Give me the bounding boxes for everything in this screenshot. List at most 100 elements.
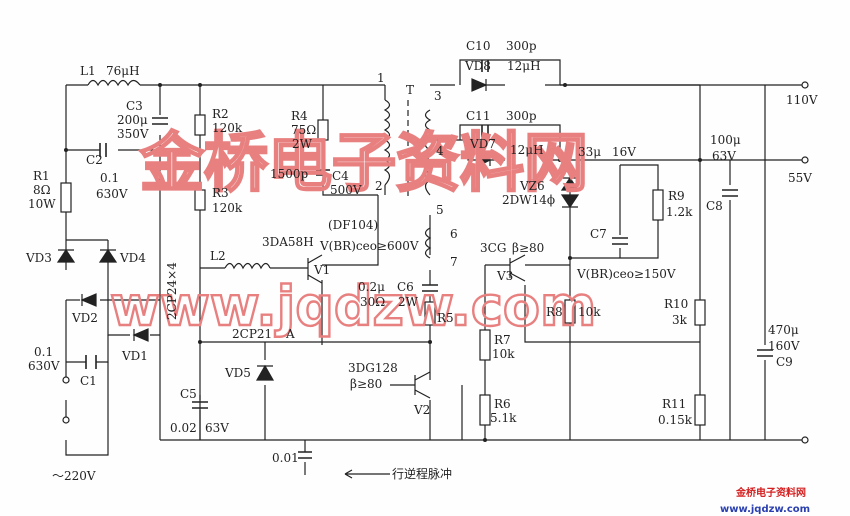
label-R4: R4	[291, 109, 308, 123]
label-VD2: VD2	[71, 311, 98, 325]
label-R3: R3	[212, 186, 229, 200]
label-R1-v2: 10W	[28, 197, 56, 211]
label-T: T	[406, 83, 414, 97]
footer-cn: 金桥电子资料网	[735, 486, 806, 499]
label-C6: C6	[397, 280, 414, 294]
label-C5-v1: 0.02	[170, 421, 197, 435]
transformer-primary	[383, 99, 409, 200]
label-out-55V: 55V	[788, 171, 812, 185]
label-c33: 33μ	[578, 145, 601, 159]
label-R6: R6	[494, 397, 511, 411]
terminals	[62, 81, 809, 444]
label-C8-v1: 100μ	[710, 133, 741, 147]
pulse-arrow	[344, 469, 390, 479]
label-R8: R8	[546, 305, 563, 319]
label-V3-type: 3CG	[480, 241, 506, 255]
label-A: A	[285, 327, 295, 341]
label-cp21: 2CP21	[232, 327, 272, 341]
labels: L1 76μH C3 200μ 350V C2 0.1 630V R1 8Ω 1…	[25, 39, 818, 483]
label-VD8-L: 12μH	[507, 59, 541, 73]
transistors	[307, 254, 540, 399]
label-C11-value: 300p	[506, 109, 537, 123]
label-C4-v2: 500V	[330, 183, 362, 197]
label-R10-value: 3k	[672, 313, 688, 327]
inductor-L1	[87, 79, 141, 87]
label-VZ6-type: 2DW14ϕ	[502, 193, 555, 207]
label-node-6: 6	[450, 227, 458, 241]
label-C5-v2: 63V	[205, 421, 229, 435]
label-C10-value: 300p	[506, 39, 537, 53]
label-c001: 0.01	[272, 451, 299, 465]
label-L1: L1	[80, 64, 96, 78]
label-C4: C4	[332, 169, 349, 183]
label-R9-value: 1.2k	[666, 205, 693, 219]
label-C3-v1: 200μ	[117, 113, 148, 127]
label-C7: C7	[590, 227, 607, 241]
label-C2: C2	[86, 153, 103, 167]
label-pulse: 行逆程脉冲	[392, 466, 452, 481]
label-R1: R1	[33, 169, 50, 183]
label-C9-v2: 160V	[768, 339, 800, 353]
label-out-110V: 110V	[786, 93, 818, 107]
label-R7: R7	[494, 333, 511, 347]
label-R4-v1: 75Ω	[291, 123, 316, 137]
label-vbr1: V(BR)ceo≥600V	[319, 239, 419, 253]
label-VD4: VD4	[119, 251, 146, 265]
label-VD7-L: 12μH	[510, 143, 544, 157]
label-L1-value: 76μH	[106, 64, 140, 78]
label-R6-value: 5.1k	[490, 411, 517, 425]
label-C9-v1: 470μ	[768, 323, 799, 337]
label-V3-beta: β≥80	[512, 241, 544, 255]
label-V1-type: 3DA58H	[262, 235, 314, 249]
label-V2-beta: β≥80	[350, 377, 382, 391]
label-R2-value: 120k	[212, 121, 243, 135]
label-node-5: 5	[436, 203, 444, 217]
label-C5: C5	[180, 387, 197, 401]
label-R11: R11	[662, 397, 686, 411]
label-R3-value: 120k	[212, 201, 243, 215]
label-V1: V1	[313, 263, 330, 277]
label-C3-v2: 350V	[117, 127, 149, 141]
label-C6-v2: 30Ω	[360, 295, 385, 309]
capacitors	[85, 60, 773, 459]
label-V3: V3	[496, 269, 513, 283]
label-C11: C11	[466, 109, 490, 123]
label-C3: C3	[126, 99, 143, 113]
label-C6-v1: 0.2μ	[358, 280, 385, 294]
label-R9: R9	[668, 189, 685, 203]
label-C8: C8	[706, 199, 723, 213]
label-R1-v1: 8Ω	[33, 183, 51, 197]
label-node-2: 2	[375, 179, 383, 193]
label-v16: 16V	[612, 145, 636, 159]
label-vbr2: V(BR)ceo≥150V	[576, 267, 676, 281]
resistors	[60, 114, 706, 426]
watermark-cn: 金桥电子资料网	[139, 127, 588, 201]
label-VZ6: VZ6	[519, 179, 545, 193]
label-C10: C10	[466, 39, 490, 53]
label-VD5: VD5	[224, 366, 251, 380]
label-R11-value: 0.15k	[658, 413, 693, 427]
label-C1-v2: 630V	[28, 359, 60, 373]
wires	[65, 59, 805, 475]
label-R10: R10	[664, 297, 688, 311]
label-L2: L2	[210, 249, 226, 263]
label-ac: ～220V	[52, 469, 96, 483]
label-C6-v3: 2W	[398, 295, 419, 309]
label-C2-v2: 630V	[96, 187, 128, 201]
label-C1-v1: 0.1	[34, 345, 53, 359]
label-C2-v1: 0.1	[100, 171, 119, 185]
footer-url: www.jqdzw.com	[720, 504, 810, 515]
diodes	[56, 78, 580, 381]
label-R2: R2	[212, 107, 229, 121]
watermark: 金桥电子资料网 www.jqdzw.com	[109, 126, 598, 339]
transformer-secondary	[424, 109, 432, 259]
label-bridge: 2CP24×4	[165, 262, 179, 320]
label-VD3: VD3	[25, 251, 52, 265]
label-R7-value: 10k	[492, 347, 515, 361]
label-V2: V2	[413, 403, 430, 417]
label-VD7: VD7	[469, 137, 496, 151]
label-df104: (DF104)	[328, 218, 378, 232]
label-C8-v2: 63V	[712, 149, 736, 163]
